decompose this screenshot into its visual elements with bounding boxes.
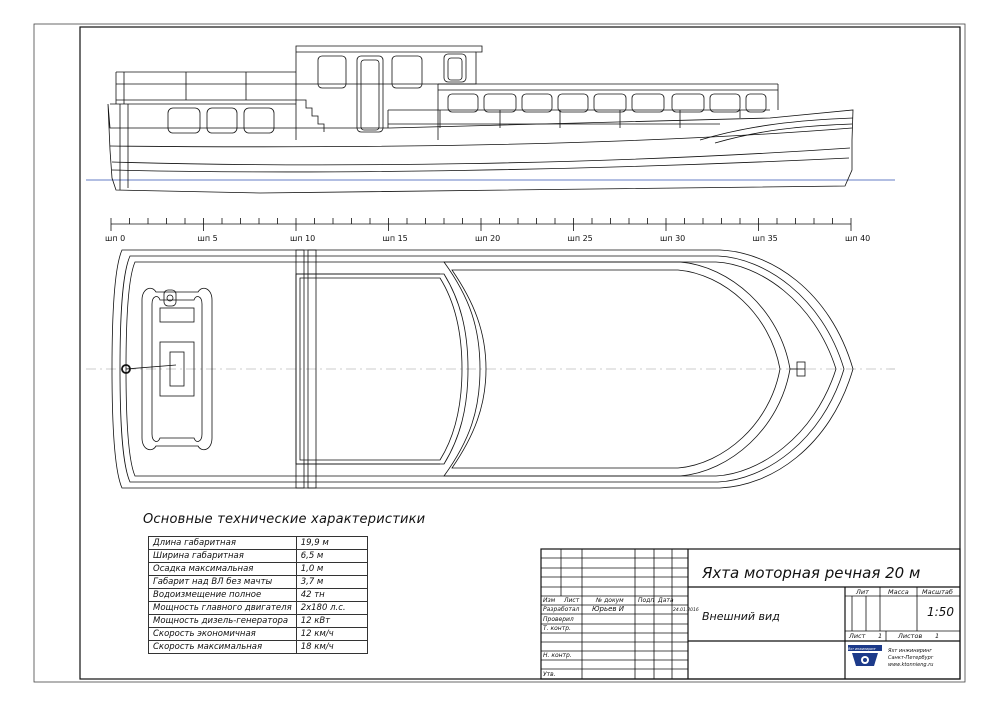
row-tcontrol: Т. контр. <box>543 625 571 632</box>
row-checked: Проверил <box>543 616 574 623</box>
spec-value: 18 км/ч <box>295 640 368 654</box>
col-date: Дата <box>657 597 674 604</box>
company-logo <box>848 645 882 666</box>
sheet-number: 1 <box>878 632 882 640</box>
spec-value: 42 тн <box>295 588 368 602</box>
col-izm: Изм <box>543 597 556 604</box>
spec-name: Мощность дизель-генератора <box>148 614 297 628</box>
company-line-2: Санкт-Петербург <box>888 655 934 661</box>
scale-label: шп 5 <box>198 234 218 243</box>
scale-label: шп 20 <box>475 234 500 243</box>
row-developed: Разработал <box>543 606 580 613</box>
scale-label: шп 35 <box>753 234 778 243</box>
lit-label: Лит <box>855 588 869 596</box>
spec-name: Скорость максимальная <box>148 640 297 654</box>
spec-value: 3,7 м <box>295 575 368 589</box>
spec-value: 2х180 л.с. <box>295 601 368 615</box>
scale-value: 1:50 <box>927 605 954 619</box>
sheet-label: Лист <box>848 632 866 640</box>
developer-name: Юрьев И <box>592 605 625 613</box>
frame-scale-labels: шп 0 шп 5 шп 10 шп 15 шп 20 шп 25 шп 30 шп 35 шп… <box>105 234 870 243</box>
scale-label: шп 0 <box>105 234 125 243</box>
row-ncontrol: Н. контр. <box>543 652 572 659</box>
col-sign: Подп <box>638 597 654 604</box>
scale-label: Масштаб <box>922 588 953 596</box>
spec-name: Ширина габаритная <box>148 549 297 563</box>
spec-name: Скорость экономичная <box>148 627 297 641</box>
scale-label: шп 25 <box>568 234 593 243</box>
drawing-title: Яхта моторная речная 20 м <box>701 564 920 582</box>
sheets-number: 1 <box>935 632 939 640</box>
col-list: Лист <box>563 597 580 604</box>
spec-name: Длина габаритная <box>148 536 297 550</box>
sheets-label: Листов <box>897 632 922 640</box>
mass-label: Масса <box>888 588 909 596</box>
spec-name: Осадка максимальная <box>148 562 297 576</box>
spec-value: 1,0 м <box>295 562 368 576</box>
spec-value: 19,9 м <box>295 536 368 550</box>
plan-view <box>86 249 895 489</box>
spec-name: Габарит над ВЛ без мачты <box>148 575 297 589</box>
company-line-1: Яхт инжиниринг <box>887 648 932 654</box>
scale-label: шп 10 <box>290 234 315 243</box>
spec-value: 6,5 м <box>295 549 368 563</box>
title-block <box>540 548 961 680</box>
developed-date: 24.01.2016 <box>673 607 699 613</box>
scale-label: шп 40 <box>845 234 870 243</box>
col-doc: № докум <box>595 597 624 604</box>
specs-title: Основные технические характеристики <box>143 512 426 527</box>
spec-name: Мощность главного двигателя <box>148 601 297 615</box>
inner-frame <box>79 26 961 680</box>
frame-scale <box>110 218 852 231</box>
company-line-3: www.ktonnieng.ru <box>888 662 933 668</box>
spec-value: 12 км/ч <box>295 627 368 641</box>
outer-frame <box>33 23 966 683</box>
company-logo-text: Яхт инжиниринг <box>847 647 876 651</box>
scale-label: шп 30 <box>660 234 685 243</box>
spec-value: 12 кВт <box>295 614 368 628</box>
scale-label: шп 15 <box>383 234 408 243</box>
spec-name: Водоизмещение полное <box>148 588 297 602</box>
row-approved: Утв. <box>543 671 556 678</box>
side-elevation <box>86 45 895 194</box>
view-name: Внешний вид <box>702 610 780 623</box>
